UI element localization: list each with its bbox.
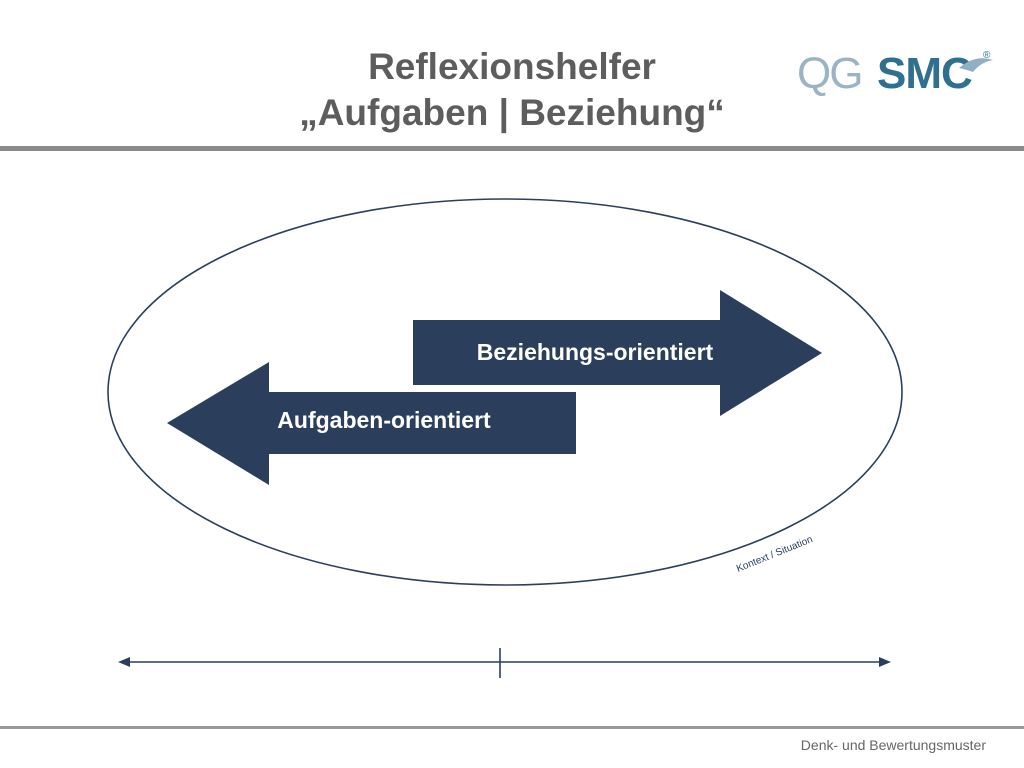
arrow-right-label: Beziehungs-orientiert <box>477 339 714 365</box>
arrow-left-shape <box>167 362 576 485</box>
header-divider <box>0 146 1024 151</box>
title-line-1: Reflexionshelfer <box>368 46 656 87</box>
logo-registered-mark: ® <box>983 50 991 61</box>
footer-text: Denk- und Bewertungsmuster <box>800 737 986 753</box>
logo-text-qg: QG <box>797 49 861 96</box>
context-ellipse <box>107 198 903 586</box>
logo-text-smc: SMC <box>877 49 972 96</box>
ellipse-context-label: Kontext / Situation <box>735 534 814 575</box>
company-logo: QG SMC ® <box>797 49 993 96</box>
arrow-left-label: Aufgaben-orientiert <box>277 407 491 433</box>
footer-divider <box>0 726 1024 729</box>
scale-arrowhead-right <box>879 657 891 667</box>
logo-wing-icon <box>959 58 993 72</box>
arrow-right-shape <box>413 290 822 416</box>
slide-title: Reflexionshelfer „Aufgaben | Beziehung“ <box>0 44 1024 136</box>
scale-arrowhead-left <box>118 657 130 667</box>
title-line-2: „Aufgaben | Beziehung“ <box>299 92 725 133</box>
